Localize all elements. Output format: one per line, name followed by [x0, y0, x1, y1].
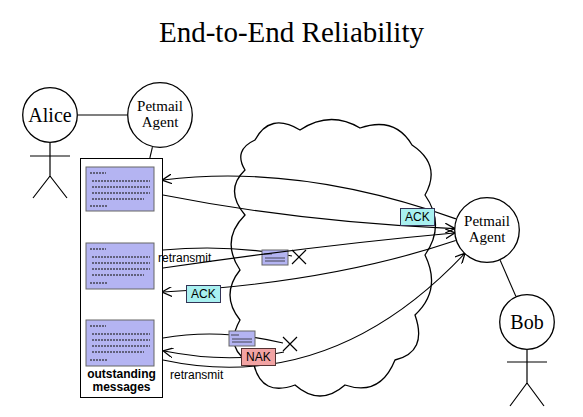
document-lines: [90, 326, 150, 360]
diagram-title: End-to-End Reliability: [0, 16, 583, 49]
node-label: Petmail Agent: [131, 99, 189, 131]
packet-page: [262, 250, 288, 265]
message-queue-box: outstanding messages: [80, 158, 163, 398]
ack-tag: ACK: [400, 208, 435, 226]
packet-page: [229, 331, 255, 346]
message-arrow: [163, 254, 464, 367]
nak-arrow: [164, 351, 284, 358]
nak-tag: NAK: [241, 348, 276, 366]
packet-lines: [231, 335, 252, 342]
lost-send-line: [163, 248, 292, 256]
ack-tag: ACK: [186, 285, 221, 303]
loss-cross: [283, 337, 297, 351]
document-page: [86, 167, 154, 211]
circle-shape: [23, 88, 78, 143]
person-circle: Alice: [22, 87, 78, 143]
message-arrow: [163, 233, 454, 268]
document-lines: [90, 173, 150, 206]
document-page: [86, 320, 154, 366]
edge-label: retransmit: [170, 368, 223, 382]
message-arrow: [163, 195, 454, 229]
node-label: Bob: [510, 312, 543, 333]
message-arrow: [163, 241, 456, 292]
bob-figure: [507, 350, 547, 406]
lost-packet: [262, 250, 288, 265]
circle-shape: [455, 198, 520, 263]
edge-label: retransmit: [158, 251, 211, 265]
network-cloud: [230, 119, 436, 396]
circle-shape: [500, 295, 555, 350]
agent-circle: Petmail Agent: [454, 197, 520, 263]
connector-line: [150, 147, 153, 158]
connector-line: [78, 114, 127, 115]
packet-lines: [264, 254, 285, 261]
document-lines: [90, 249, 150, 283]
lost-send-line: [163, 334, 283, 343]
alice-figure: [30, 143, 70, 198]
node-label: Petmail Agent: [458, 214, 516, 246]
message-document: [86, 167, 154, 211]
agent-circle: Petmail Agent: [127, 82, 193, 148]
person-circle: Bob: [499, 294, 555, 350]
circle-shape: [128, 83, 193, 148]
edge-layer: [78, 115, 516, 367]
lost-packet: [229, 331, 255, 346]
node-label: outstanding messages: [81, 368, 162, 394]
node-label: Alice: [28, 105, 71, 126]
message-arrow: [163, 176, 456, 219]
message-document: [86, 243, 154, 289]
document-page: [86, 243, 154, 289]
connector-line: [500, 260, 516, 296]
message-document: [86, 320, 154, 366]
loss-cross: [292, 250, 306, 264]
